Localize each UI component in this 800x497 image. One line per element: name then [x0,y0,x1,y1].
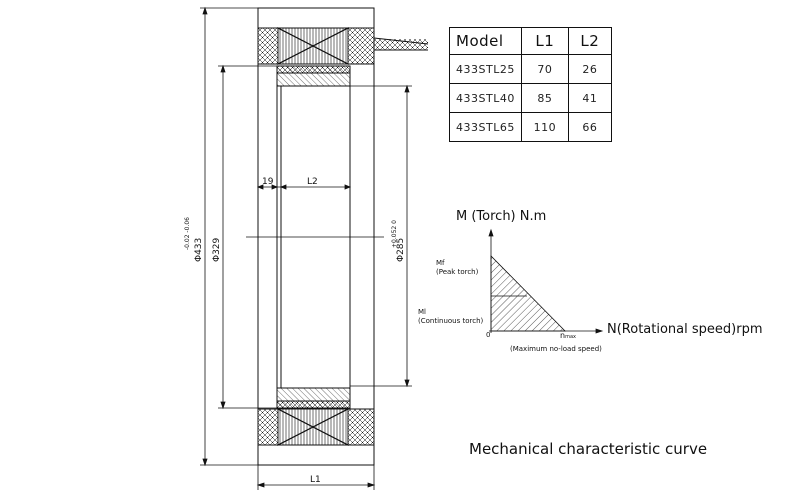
lead-wire [373,37,429,51]
cell-model: 433STL65 [449,112,522,142]
curve-caption: Mechanical characteristic curve [469,440,708,458]
table-row: 433STL25 70 26 [449,54,612,84]
ml-sub-label: (Continuous torch) [418,317,484,325]
cell-l1: 85 [520,83,569,113]
cell-l1: 70 [520,54,569,84]
cell-l2: 26 [567,54,612,84]
cell-l1: 110 [520,112,569,142]
origin-label: 0 [486,331,491,339]
dim-shaft-text: Φ285 [396,238,406,262]
ml-label: Ml [418,308,426,316]
y-axis-label: M (Torch) N.m [456,209,547,224]
dim-l1-text: L1 [310,475,321,485]
characteristic-curve [488,228,604,334]
dim-shaft [350,84,412,388]
table-row: 433STL65 110 66 [449,112,612,142]
dim-texts: Φ433 -0.02 -0.06 Φ329 Φ285 +0.052 0 19 L… [184,177,406,485]
dim-shaft-tol: +0.052 0 [391,220,398,248]
cell-l2: 41 [567,83,612,113]
mf-sub-label: (Peak torch) [436,268,479,276]
cell-model: 433STL25 [449,54,522,84]
cell-l2: 66 [567,112,612,142]
col-model: Model [449,27,522,55]
col-l2: L2 [567,27,612,55]
svg-text:Φ433: Φ433 [194,238,204,262]
table-header-row: Model L1 L2 [449,27,612,55]
section-view [257,7,375,466]
dim-outer-diameter [200,6,258,467]
x-axis-label: N(Rotational speed)rpm [607,322,763,337]
mf-label: Mf [436,259,445,267]
dim-inner-text: Φ329 [212,237,222,262]
dim-l2-text: L2 [307,177,318,187]
nmax-desc-label: (Maximum no-load speed) [510,345,602,353]
dim-19-text: 19 [262,177,274,187]
dim-outer-text: Φ433 [194,238,204,262]
dim-inner-bore [218,64,277,410]
col-l1: L1 [520,27,569,55]
model-table: Model L1 L2 433STL25 70 26 433STL40 85 4… [449,27,612,142]
cell-model: 433STL40 [449,83,522,113]
table-row: 433STL40 85 41 [449,83,612,113]
dim-outer-tol: -0.02 -0.06 [184,217,191,250]
bottom-coil [257,408,375,446]
dim-horizontal [256,184,376,490]
top-coil [257,27,375,65]
nmax-label: nmax [560,331,576,340]
